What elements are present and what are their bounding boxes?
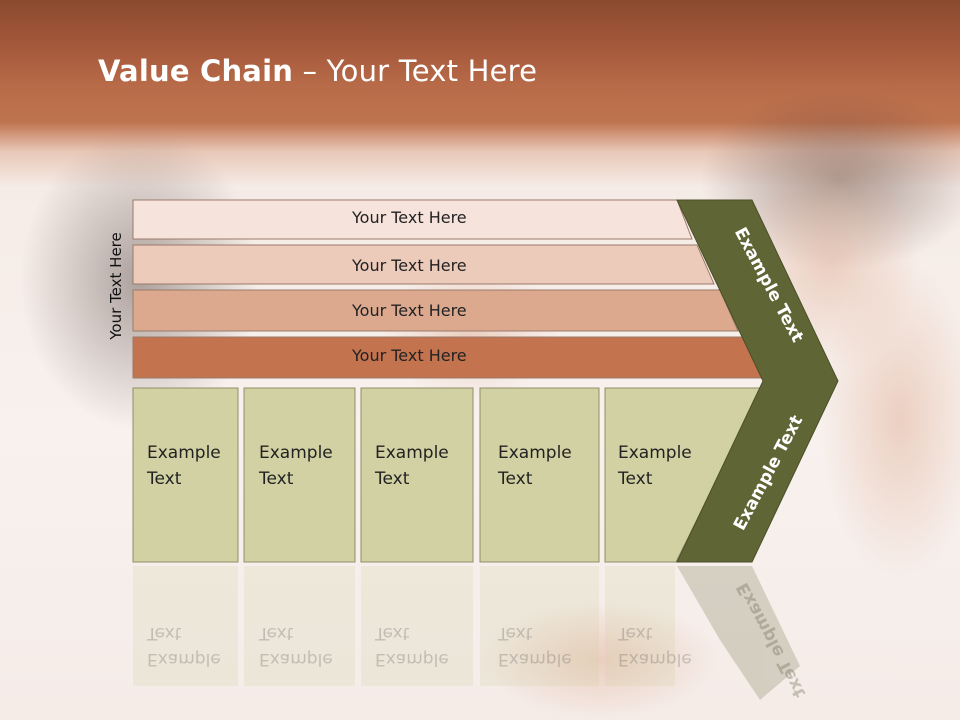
band-1[interactable] xyxy=(132,199,693,240)
activity-box-2[interactable] xyxy=(243,387,356,563)
title-rest: – Your Text Here xyxy=(293,54,538,88)
box-3-reflection-line-2: Text xyxy=(375,623,410,643)
box-4-reflection-line-2: Text xyxy=(498,623,533,643)
box-3-reflection-line-1: Example xyxy=(375,649,449,669)
box-3-line-1: Example xyxy=(375,443,449,463)
box-1-reflection-line-1: Example xyxy=(147,649,221,669)
activity-box-1[interactable] xyxy=(132,387,239,563)
reflection-group xyxy=(133,566,800,700)
box-2-reflection-line-2: Text xyxy=(259,623,294,643)
band-4-label: Your Text Here xyxy=(352,346,467,365)
box-5-reflection-line-2: Text xyxy=(618,623,653,643)
title-bold: Value Chain xyxy=(98,54,294,88)
activity-box-5[interactable] xyxy=(604,387,763,563)
activity-box-4[interactable] xyxy=(479,387,600,563)
box-5-reflection: Example Text xyxy=(618,620,692,672)
band-3[interactable] xyxy=(132,289,739,332)
box-1-reflection: Example Text xyxy=(147,620,221,672)
band-1-label: Your Text Here xyxy=(352,208,467,227)
band-2-label: Your Text Here xyxy=(352,256,467,275)
box-2-reflection: Example Text xyxy=(259,620,333,672)
box-3-line-2: Text xyxy=(375,469,410,489)
box-5-line-2: Text xyxy=(618,469,653,489)
box-3-reflection: Example Text xyxy=(375,620,449,672)
box-1-line-1: Example xyxy=(147,443,221,463)
activity-box-3[interactable] xyxy=(360,387,474,563)
box-2-line-1: Example xyxy=(259,443,333,463)
box-1-line-2: Text xyxy=(147,469,182,489)
box-4-reflection-line-1: Example xyxy=(498,649,572,669)
box-5-reflection-line-1: Example xyxy=(618,649,692,669)
slide-title: Value Chain – Your Text Here xyxy=(98,54,537,88)
band-2[interactable] xyxy=(132,244,715,285)
margin-chevron[interactable] xyxy=(676,199,839,563)
box-5-line-1: Example xyxy=(618,443,692,463)
box-4-line-1: Example xyxy=(498,443,572,463)
box-1-reflection-line-2: Text xyxy=(147,623,182,643)
box-2-line-2: Text xyxy=(259,469,294,489)
box-2-reflection-line-1: Example xyxy=(259,649,333,669)
band-3-label: Your Text Here xyxy=(352,301,467,320)
box-4-line-2: Text xyxy=(498,469,533,489)
box-4-reflection: Example Text xyxy=(498,620,572,672)
